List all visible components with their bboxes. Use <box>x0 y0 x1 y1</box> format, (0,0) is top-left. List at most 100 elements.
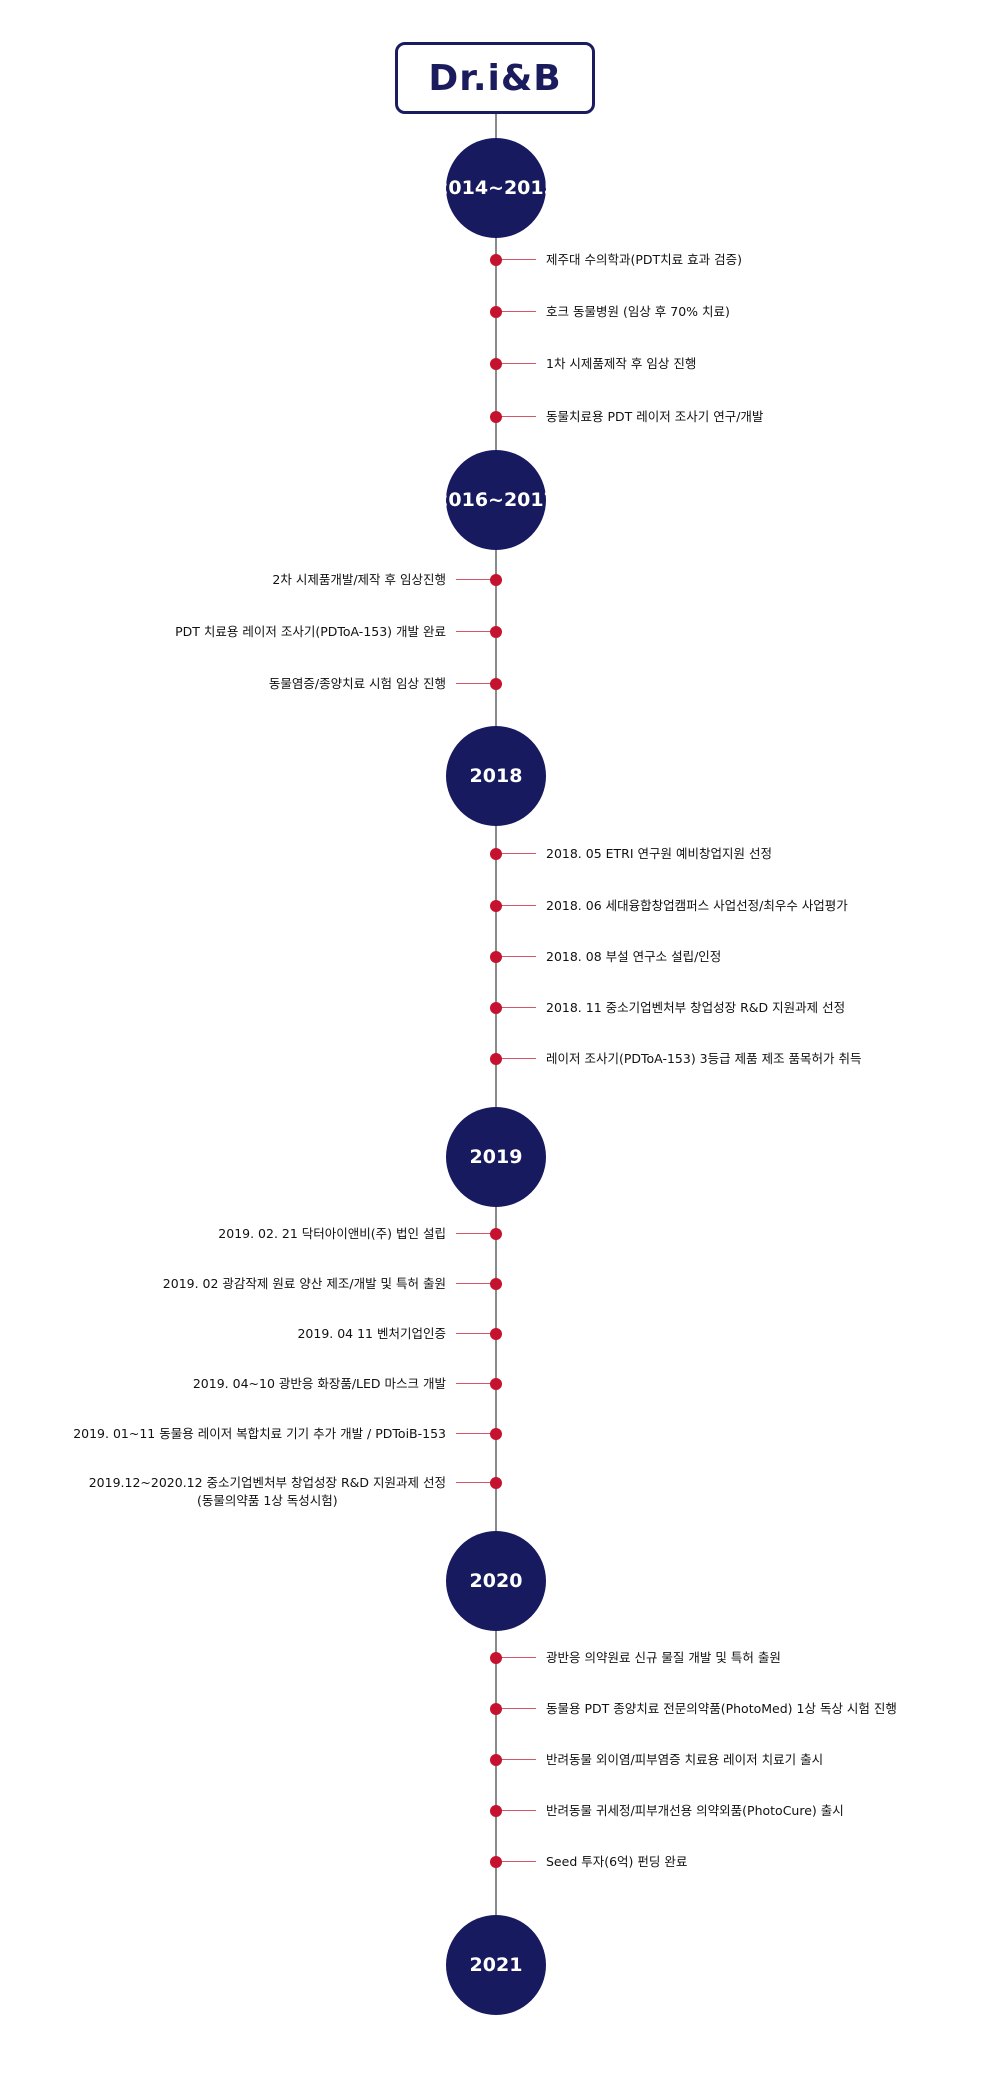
event-text: Seed 투자(6억) 펀딩 완료 <box>546 1852 687 1872</box>
event-dot <box>490 848 502 860</box>
event-connector <box>496 956 536 957</box>
event-connector <box>456 1482 496 1483</box>
event-dot <box>490 1002 502 1014</box>
year-circle: 2019 <box>446 1107 546 1207</box>
event-label: 동물치료용 PDT 레이저 조사기 연구/개발 <box>546 409 764 424</box>
event-connector <box>456 579 496 580</box>
event-label: 레이저 조사기(PDToA-153) 3등급 제품 제조 품목허가 취득 <box>546 1051 862 1066</box>
event-connector <box>496 905 536 906</box>
year-circle: 2020 <box>446 1531 546 1631</box>
timeline-event: PDT 치료용 레이저 조사기(PDToA-153) 개발 완료 <box>36 622 502 642</box>
event-connector <box>496 1759 536 1760</box>
company-logo-box: Dr.i&B <box>395 42 595 114</box>
timeline-event: Seed 투자(6억) 펀딩 완료 <box>490 1852 896 1872</box>
event-connector <box>456 683 496 684</box>
event-label: 1차 시제품제작 후 임상 진행 <box>546 356 697 371</box>
event-text: 2018. 06 세대융합창업캠퍼스 사업선정/최우수 사업평가 <box>546 896 848 916</box>
timeline-event: 레이저 조사기(PDToA-153) 3등급 제품 제조 품목허가 취득 <box>490 1049 896 1069</box>
company-logo: Dr.i&B <box>428 57 562 99</box>
event-label: 광반응 의약원료 신규 물질 개발 및 특허 출원 <box>546 1650 781 1665</box>
event-dot <box>490 1652 502 1664</box>
event-dot <box>490 306 502 318</box>
year-circle: 2014~2015 <box>435 138 557 238</box>
event-label: 2019. 04~10 광반응 화장품/LED 마스크 개발 <box>192 1376 446 1391</box>
timeline-event: 반려동물 외이염/피부염증 치료용 레이저 치료기 출시 <box>490 1750 896 1770</box>
event-dot <box>490 1053 502 1065</box>
event-text: 반려동물 귀세정/피부개선용 의약외품(PhotoCure) 출시 <box>546 1801 844 1821</box>
timeline-event: 광반응 의약원료 신규 물질 개발 및 특허 출원 <box>490 1648 896 1668</box>
event-text: 광반응 의약원료 신규 물질 개발 및 특허 출원 <box>546 1648 781 1668</box>
event-text: 2차 시제품개발/제작 후 임상진행 <box>272 570 446 590</box>
event-label: 2019. 02. 21 닥터아이앤비(주) 법인 설립 <box>218 1226 446 1241</box>
timeline-event: 2019. 02 광감작제 원료 양산 제조/개발 및 특허 출원 <box>36 1274 502 1294</box>
event-dot <box>490 1228 502 1240</box>
timeline-event: 동물치료용 PDT 레이저 조사기 연구/개발 <box>490 407 896 427</box>
event-connector <box>496 416 536 417</box>
event-text: 2018. 08 부설 연구소 설립/인정 <box>546 947 721 967</box>
timeline-event: 호크 동물병원 (임상 후 70% 치료) <box>490 302 896 322</box>
event-text: 동물염증/종양치료 시험 임상 진행 <box>269 674 446 694</box>
event-label: 2018. 06 세대융합창업캠퍼스 사업선정/최우수 사업평가 <box>546 898 848 913</box>
event-text: 동물용 PDT 종양치료 전문의약품(PhotoMed) 1상 독상 시험 진행 <box>546 1699 897 1719</box>
timeline-axis <box>495 114 497 1964</box>
event-label: 제주대 수의학과(PDT치료 효과 검증) <box>546 252 742 267</box>
year-circle: 2018 <box>446 726 546 826</box>
event-text: 동물치료용 PDT 레이저 조사기 연구/개발 <box>546 407 763 427</box>
event-text: 2018. 05 ETRI 연구원 예비창업지원 선정 <box>546 844 772 864</box>
event-dot <box>490 1428 502 1440</box>
event-dot <box>490 574 502 586</box>
event-connector <box>456 1233 496 1234</box>
event-connector <box>496 1058 536 1059</box>
timeline-event: 반려동물 귀세정/피부개선용 의약외품(PhotoCure) 출시 <box>490 1801 896 1821</box>
event-connector <box>456 1383 496 1384</box>
event-dot <box>490 1805 502 1817</box>
event-label: Seed 투자(6억) 펀딩 완료 <box>546 1854 688 1869</box>
event-dot <box>490 1703 502 1715</box>
event-dot <box>490 1328 502 1340</box>
timeline-event: 2018. 06 세대융합창업캠퍼스 사업선정/최우수 사업평가 <box>490 896 896 916</box>
event-text: 2019. 04 11 벤처기업인증 <box>297 1324 446 1344</box>
event-label: PDT 치료용 레이저 조사기(PDToA-153) 개발 완료 <box>175 624 446 639</box>
event-dot <box>490 678 502 690</box>
event-text: 2019. 04~10 광반응 화장품/LED 마스크 개발 <box>193 1374 446 1394</box>
event-connector <box>496 1708 536 1709</box>
event-dot <box>490 951 502 963</box>
event-label: 동물염증/종양치료 시험 임상 진행 <box>268 676 446 691</box>
event-label: 2019. 01~11 동물용 레이저 복합치료 기기 추가 개발 / PDTo… <box>73 1426 446 1441</box>
event-connector <box>456 1283 496 1284</box>
event-text: PDT 치료용 레이저 조사기(PDToA-153) 개발 완료 <box>175 622 446 642</box>
timeline-event: 동물용 PDT 종양치료 전문의약품(PhotoMed) 1상 독상 시험 진행 <box>490 1699 897 1719</box>
event-label: 호크 동물병원 (임상 후 70% 치료) <box>546 304 730 319</box>
event-label: 2019.12~2020.12 중소기업벤처부 창업성장 R&D 지원과제 선정 <box>88 1475 446 1490</box>
event-label: 반려동물 외이염/피부염증 치료용 레이저 치료기 출시 <box>546 1752 824 1767</box>
timeline-event: 2018. 08 부설 연구소 설립/인정 <box>490 947 896 967</box>
event-label: 2차 시제품개발/제작 후 임상진행 <box>272 572 446 587</box>
timeline-event: 2019. 02. 21 닥터아이앤비(주) 법인 설립 <box>36 1224 502 1244</box>
event-label: 2018. 11 중소기업벤처부 창업성장 R&D 지원과제 선정 <box>546 1000 846 1015</box>
event-label: 2018. 08 부설 연구소 설립/인정 <box>546 949 722 964</box>
event-sublabel: (동물의약품 1상 독성시험) <box>197 1493 338 1508</box>
event-label: 2018. 05 ETRI 연구원 예비창업지원 선정 <box>546 846 772 861</box>
event-connector <box>456 1333 496 1334</box>
event-dot <box>490 254 502 266</box>
event-dot <box>490 411 502 423</box>
event-connector <box>496 1007 536 1008</box>
timeline-event: 동물염증/종양치료 시험 임상 진행 <box>36 674 502 694</box>
event-text: 2019. 01~11 동물용 레이저 복합치료 기기 추가 개발 / PDTo… <box>73 1424 446 1444</box>
event-dot <box>490 1378 502 1390</box>
event-connector <box>496 1810 536 1811</box>
timeline-event: 2018. 11 중소기업벤처부 창업성장 R&D 지원과제 선정 <box>490 998 896 1018</box>
timeline-event: 2019. 04 11 벤처기업인증 <box>36 1324 502 1344</box>
event-text: 레이저 조사기(PDToA-153) 3등급 제품 제조 품목허가 취득 <box>546 1049 862 1069</box>
timeline-event: 2019. 01~11 동물용 레이저 복합치료 기기 추가 개발 / PDTo… <box>36 1424 502 1444</box>
event-dot <box>490 358 502 370</box>
event-label: 반려동물 귀세정/피부개선용 의약외품(PhotoCure) 출시 <box>546 1803 844 1818</box>
event-dot <box>490 900 502 912</box>
timeline-event: 1차 시제품제작 후 임상 진행 <box>490 354 896 374</box>
event-connector <box>456 631 496 632</box>
timeline-event: 제주대 수의학과(PDT치료 효과 검증) <box>490 250 896 270</box>
event-connector <box>496 311 536 312</box>
event-dot <box>490 1856 502 1868</box>
event-label: 2019. 04 11 벤처기업인증 <box>297 1326 446 1341</box>
